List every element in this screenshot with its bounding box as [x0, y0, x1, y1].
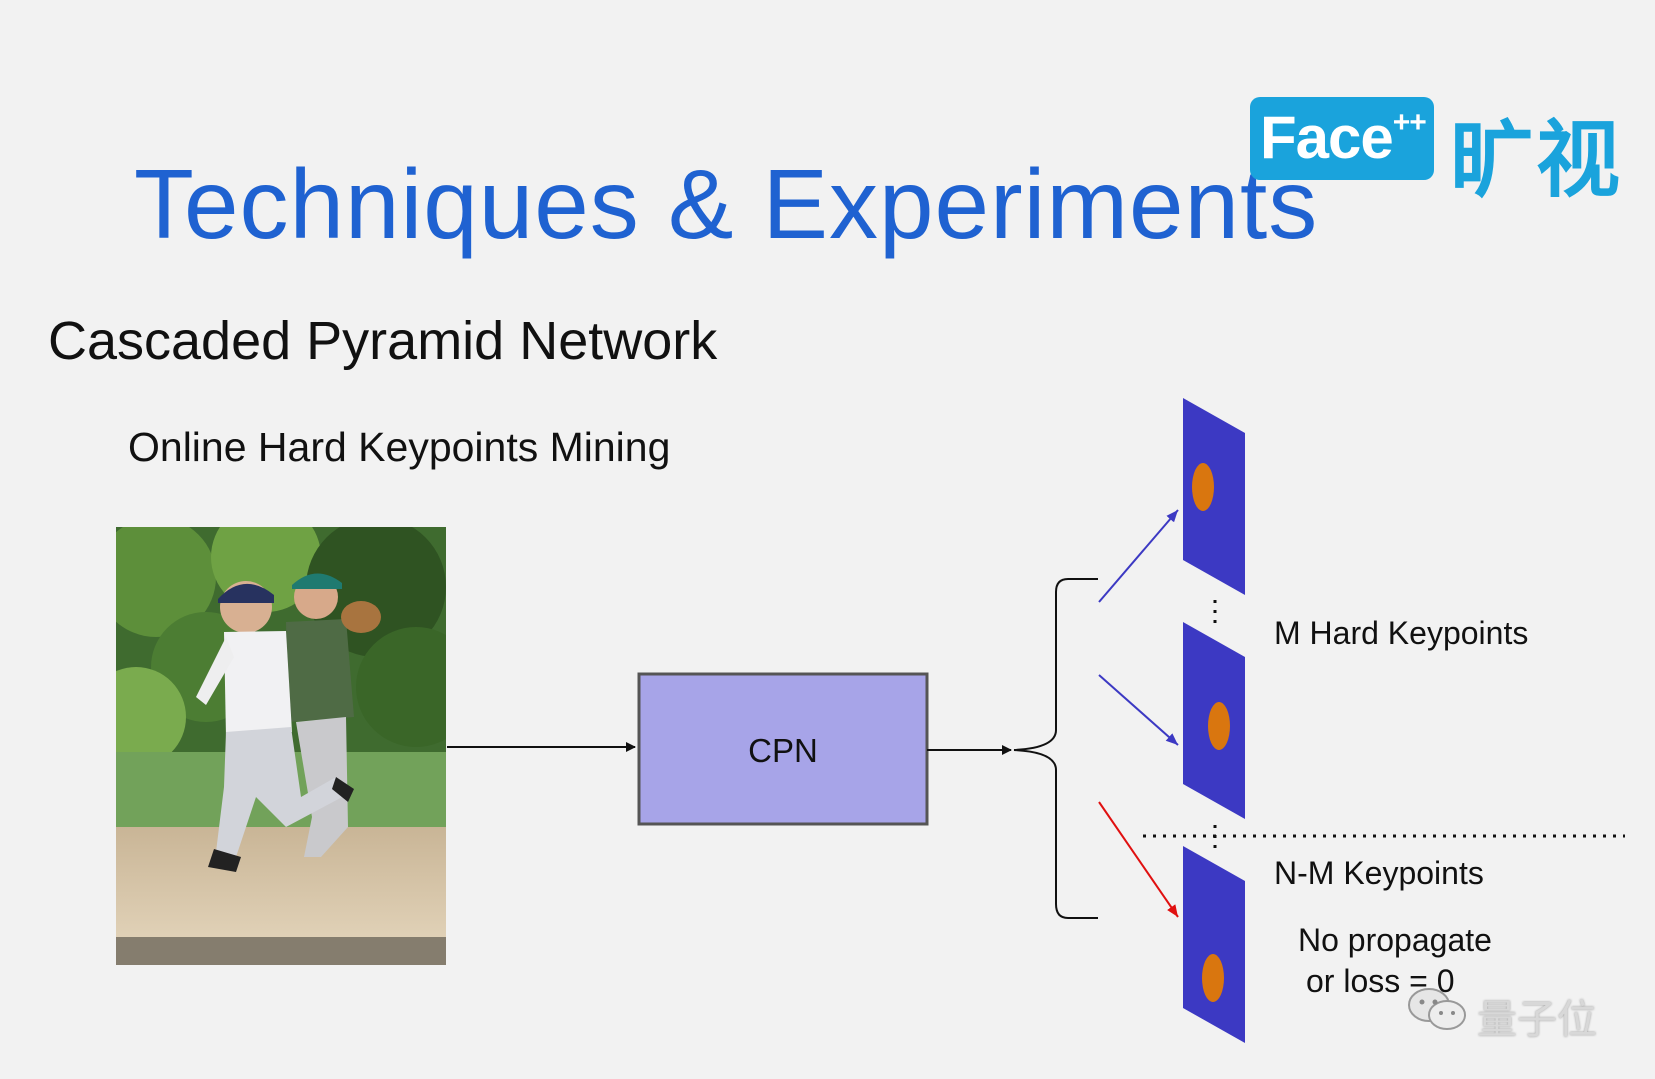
easy-keypoints-label: N-M Keypoints: [1274, 855, 1484, 891]
input-photo: [116, 527, 446, 965]
heatmap-hard-2: [1183, 622, 1245, 819]
brand-badge: Face++: [1250, 97, 1434, 180]
slide-subtitle: Cascaded Pyramid Network: [48, 311, 718, 371]
wechat-icon: [1408, 988, 1466, 1030]
brand-chinese-name: 旷视: [1450, 113, 1623, 207]
watermark-text: 量子位: [1477, 998, 1597, 1042]
watermark: 量子位: [1405, 985, 1615, 1042]
brand-logo: Face++ 旷视: [1250, 95, 1630, 207]
section-heading: Online Hard Keypoints Mining: [128, 424, 671, 470]
hard-keypoints-label: M Hard Keypoints: [1274, 615, 1528, 651]
heatmap-easy: [1183, 846, 1245, 1043]
slide-title: Techniques & Experiments: [134, 149, 1319, 259]
heatmap-hard-1: [1183, 398, 1245, 595]
cpn-label: CPN: [748, 732, 818, 769]
output-brace: [1013, 578, 1098, 919]
dropped-arrow: [1098, 801, 1179, 918]
brand-badge-text: Face++: [1260, 104, 1427, 171]
hard-arrow-1: [1098, 509, 1179, 603]
easy-note-line1: No propagate: [1298, 922, 1492, 958]
hard-arrow-2: [1098, 674, 1179, 746]
